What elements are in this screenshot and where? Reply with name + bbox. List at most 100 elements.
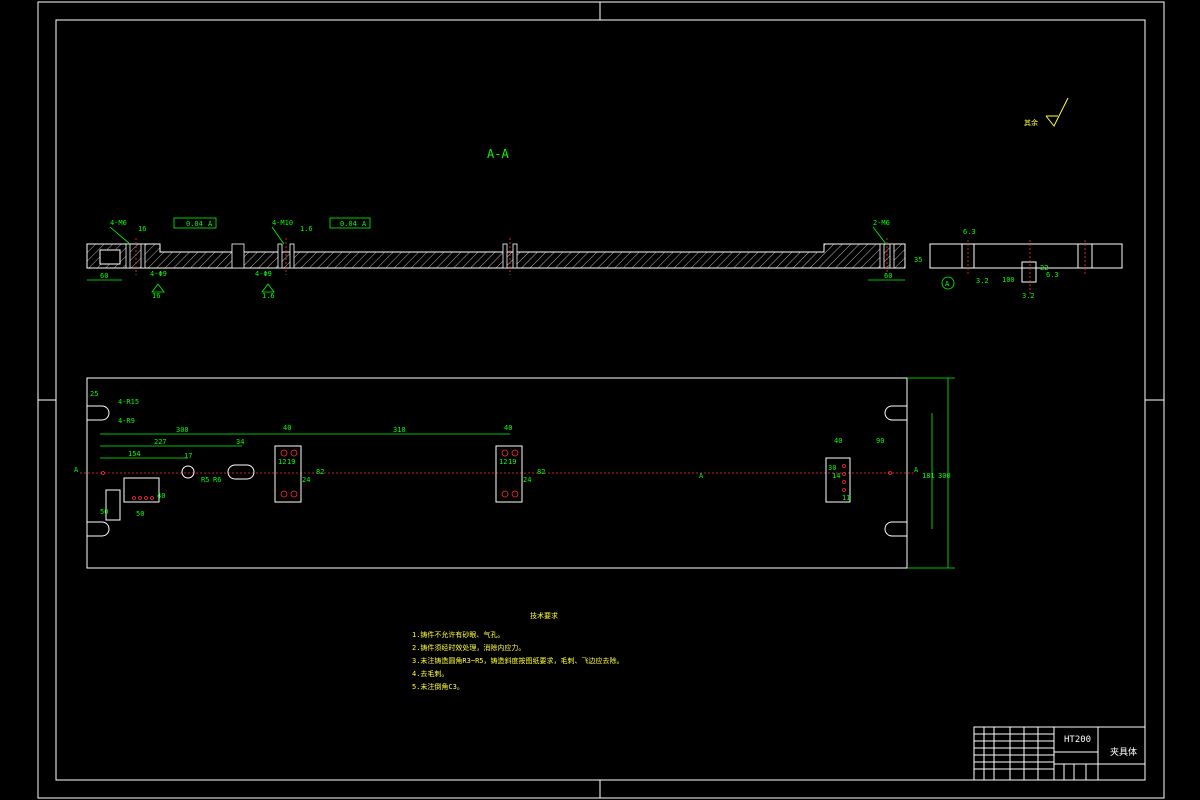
dim-310: 310 xyxy=(393,426,406,434)
side-view: 35 6.3 A 3.2 100 3.2 6.3 22 xyxy=(914,228,1123,300)
tech-title: 技术要求 xyxy=(530,611,558,620)
tol-value-2: 0.04 xyxy=(340,220,357,228)
slot-small xyxy=(181,465,195,479)
leader-m6-left xyxy=(109,226,131,245)
dim-82b: 82 xyxy=(537,468,545,476)
annot-rough-mid: 1.6 xyxy=(300,225,313,233)
rough-16: 16 xyxy=(152,292,160,300)
material-label: HT200 xyxy=(1064,735,1091,745)
section-body xyxy=(86,243,906,269)
dim-40a: 40 xyxy=(283,424,291,432)
section-pocket-left xyxy=(99,249,121,265)
annot-m10: 4-M10 xyxy=(272,219,293,227)
dim-154: 154 xyxy=(128,450,141,458)
pad-2-hole-1 xyxy=(501,449,509,457)
rough-63: 6.3 xyxy=(1046,271,1059,279)
left-pad-hole-3 xyxy=(144,496,148,500)
pad-2-hole-4 xyxy=(511,490,519,498)
rough-32a: 3.2 xyxy=(976,277,989,285)
dim-24b: 24 xyxy=(523,476,531,484)
rough-icon-mid xyxy=(261,283,275,293)
outer-border xyxy=(37,1,1165,799)
tol-frame-2 xyxy=(329,217,371,229)
section-slot xyxy=(231,243,245,269)
annot-holes-left: 4-Φ9 xyxy=(150,270,167,278)
left-pad-hole-1 xyxy=(132,496,136,500)
annot-depth-16: 16 xyxy=(138,225,146,233)
pad-1 xyxy=(274,445,302,503)
dim-r5: R5 xyxy=(201,476,209,484)
left-pad-small xyxy=(105,489,121,521)
datum-letter: A xyxy=(945,280,950,288)
dim-35: 35 xyxy=(914,256,922,264)
rough-side-63: 6.3 xyxy=(963,228,976,236)
dim-82a: 82 xyxy=(316,468,324,476)
right-hole xyxy=(888,471,892,475)
dim-12a: 12 xyxy=(278,458,286,466)
leader-m10 xyxy=(271,226,285,245)
pad-3 xyxy=(825,457,851,503)
section-hole-4 xyxy=(289,243,295,269)
u-slot-bottom-right xyxy=(884,521,907,537)
dim-12b: 12 xyxy=(499,458,507,466)
dim-24a: 24 xyxy=(302,476,310,484)
pad-1-hole-2 xyxy=(290,449,298,457)
section-hole-7 xyxy=(879,243,885,269)
dim-25: 25 xyxy=(90,390,98,398)
roughness-check-icon xyxy=(1045,97,1069,127)
inner-border xyxy=(55,19,1146,781)
pad-2-hole-3 xyxy=(501,490,509,498)
dim-227: 227 xyxy=(154,438,167,446)
tech-note-4: 4.去毛刺。 xyxy=(412,669,448,678)
tech-requirements: 技术要求 1.铸件不允许有砂眼、气孔。 2.铸件须经时效处理，消除内应力。 3.… xyxy=(412,611,624,691)
dim-50b: 50 xyxy=(100,508,108,516)
dim-19b: 19 xyxy=(508,458,516,466)
tb-grid xyxy=(974,727,1098,780)
tech-note-2: 2.铸件须经时效处理，消除内应力。 xyxy=(412,643,525,652)
tol-datum-2: A xyxy=(362,220,367,228)
u-slot-bottom-left xyxy=(87,521,110,537)
section-hole-8 xyxy=(889,243,895,269)
left-pad-hole-2 xyxy=(138,496,142,500)
section-hole-3 xyxy=(277,243,283,269)
side-boss xyxy=(1021,261,1037,283)
annot-m6-left: 4-M6 xyxy=(110,219,127,227)
pad-1-hole-1 xyxy=(280,449,288,457)
section-mark-right: A xyxy=(914,466,919,474)
dim-40b: 40 xyxy=(504,424,512,432)
section-hole-1 xyxy=(125,243,131,269)
pad-1-hole-4 xyxy=(290,490,298,498)
dim-34: 34 xyxy=(236,438,244,446)
tol-datum-1: A xyxy=(208,220,213,228)
section-view: 4-M6 16 0.04 A 4-M10 1.6 0.04 A 2-M6 60 … xyxy=(86,217,1123,300)
pad-3-hole-3 xyxy=(842,480,846,484)
dim-300v: 300 xyxy=(938,472,951,480)
side-body xyxy=(929,243,1123,269)
left-pad xyxy=(123,477,160,503)
pad-3-hole-1 xyxy=(842,464,846,468)
title-block-frame xyxy=(973,726,1146,781)
pad-3-hole-2 xyxy=(842,472,846,476)
annot-m6-right: 2-M6 xyxy=(873,219,890,227)
dim-60-right: 60 xyxy=(884,272,892,280)
dim-11: 11 xyxy=(842,494,850,502)
dim-r15: 4-R15 xyxy=(118,398,139,406)
pad-1-hole-3 xyxy=(280,490,288,498)
dim-r9: 4-R9 xyxy=(118,417,135,425)
slot-long xyxy=(227,464,255,480)
dim-17: 17 xyxy=(184,452,192,460)
left-pad-hole-4 xyxy=(150,496,154,500)
section-hole-2 xyxy=(140,243,146,269)
datum-circle xyxy=(941,276,955,290)
dim-22: 22 xyxy=(1040,264,1048,272)
section-label: A-A xyxy=(487,147,509,161)
section-hole-5 xyxy=(502,243,508,269)
tech-note-3: 3.未注铸造圆角R3~R5，铸造斜度按图纸要求，毛刺、飞边应去除。 xyxy=(412,656,624,665)
tech-note-5: 5.未注倒角C3。 xyxy=(412,682,464,691)
annot-holes-mid: 4-Φ9 xyxy=(255,270,272,278)
dim-40c: 40 xyxy=(834,437,842,445)
dim-14: 14 xyxy=(832,472,840,480)
tol-value-1: 0.04 xyxy=(186,220,203,228)
pad-3-hole-4 xyxy=(842,488,846,492)
